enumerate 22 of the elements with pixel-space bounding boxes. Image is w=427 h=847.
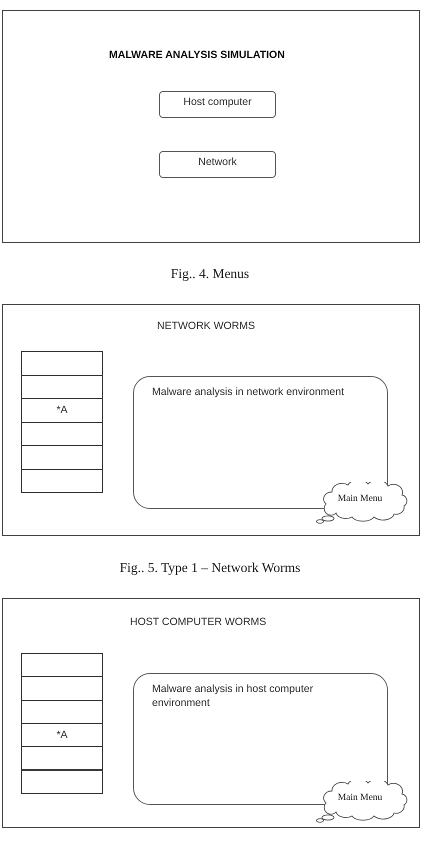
list-row [21, 700, 103, 724]
list-row [21, 746, 103, 770]
list-row [21, 468, 103, 493]
screen-title: NETWORK WORMS [157, 320, 255, 333]
list-row: *A [21, 722, 103, 748]
screen-frame [2, 10, 420, 243]
menu-button: Host computer [159, 91, 276, 118]
figure-caption: Fig.. 4. Menus [170, 266, 250, 282]
list-row [21, 653, 103, 678]
list-row [21, 445, 103, 470]
list-row [21, 351, 103, 376]
screen-frame [2, 598, 420, 828]
list-row [21, 676, 103, 701]
screen-title: MALWARE ANALYSIS SIMULATION [109, 49, 285, 62]
list-row [21, 374, 103, 399]
figure-caption: Fig.. 5. Type 1 – Network Worms [120, 560, 300, 576]
list-row: *A [21, 398, 103, 422]
list-row [21, 770, 103, 794]
screen-title: HOST COMPUTER WORMS [130, 616, 266, 629]
menu-button: Network [159, 151, 276, 178]
screen-frame [2, 304, 420, 536]
list-row [21, 422, 103, 446]
